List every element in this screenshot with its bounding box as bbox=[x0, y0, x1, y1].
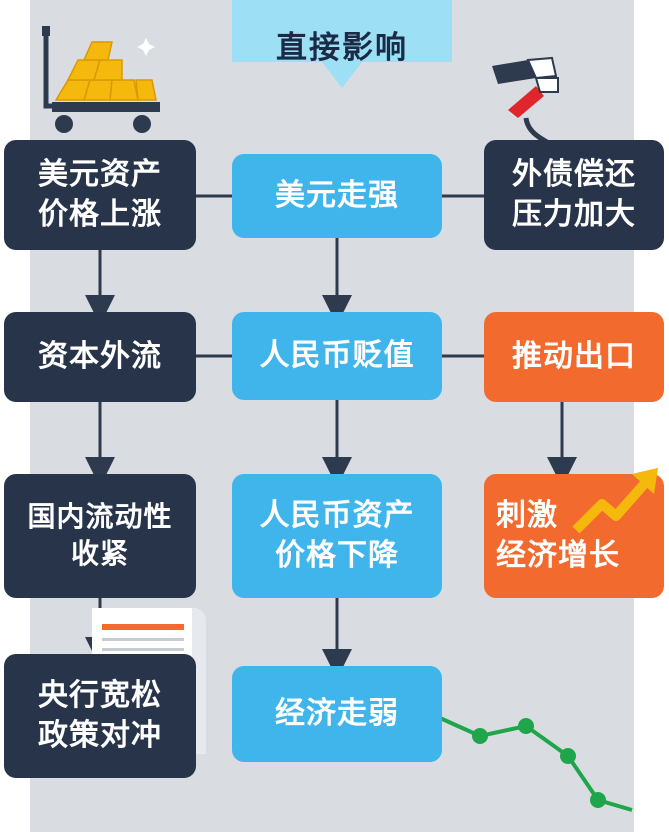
node-capital-outflow: 资本外流 bbox=[4, 312, 196, 402]
growth-arrow-icon-overlay bbox=[572, 468, 658, 534]
node-liquidity-tight-line2: 收紧 bbox=[70, 537, 129, 570]
node-central-bank-hedge-line2: 政策对冲 bbox=[38, 718, 162, 753]
node-usd-strong: 美元走强 bbox=[232, 154, 442, 238]
header-title: 直接影响 bbox=[276, 30, 408, 66]
node-usd-asset-up: 美元资产价格上涨 bbox=[4, 140, 196, 250]
node-stimulate-growth-line1: 刺激 bbox=[496, 498, 558, 534]
node-rmb-asset-down-line2: 价格下降 bbox=[275, 538, 399, 573]
gold-cart-icon bbox=[42, 26, 160, 133]
node-debt-pressure-line2: 压力加大 bbox=[512, 197, 636, 232]
node-rmb-depreciation-label: 人民币贬值 bbox=[259, 338, 415, 374]
decline-line-icon bbox=[440, 716, 633, 812]
node-boost-export: 推动出口 bbox=[484, 312, 664, 402]
node-rmb-asset-down-line1: 人民币资产 bbox=[259, 498, 415, 534]
node-debt-pressure: 外债偿还压力加大 bbox=[484, 140, 664, 250]
node-usd-asset-up-line1: 美元资产 bbox=[38, 157, 162, 193]
node-economy-weak: 经济走弱 bbox=[232, 666, 442, 762]
header-banner-shape bbox=[232, 0, 452, 88]
node-debt-pressure-line1: 外债偿还 bbox=[512, 157, 636, 193]
node-usd-asset-up-line2: 价格上涨 bbox=[38, 197, 162, 232]
node-economy-weak-label: 经济走弱 bbox=[275, 696, 399, 732]
node-rmb-asset-down: 人民币资产价格下降 bbox=[232, 474, 442, 598]
node-boost-export-label: 推动出口 bbox=[512, 339, 636, 375]
node-usd-strong-label: 美元走强 bbox=[275, 178, 399, 214]
node-liquidity-tight-line1: 国内流动性 bbox=[27, 500, 173, 534]
jumper-cable-clamp-icon bbox=[492, 56, 559, 146]
node-central-bank-hedge-line1: 央行宽松 bbox=[38, 678, 162, 714]
node-rmb-depreciation: 人民币贬值 bbox=[232, 312, 442, 400]
node-liquidity-tight: 国内流动性收紧 bbox=[4, 474, 196, 598]
node-central-bank-hedge: 央行宽松政策对冲 bbox=[4, 654, 196, 778]
node-capital-outflow-label: 资本外流 bbox=[38, 339, 162, 375]
node-stimulate-growth-line2: 经济增长 bbox=[496, 538, 620, 573]
header-banner: 直接影响 bbox=[232, 0, 452, 92]
